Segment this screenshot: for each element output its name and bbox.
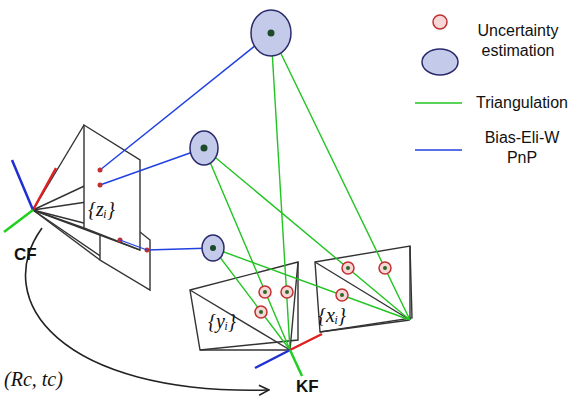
frame-name: KF bbox=[296, 378, 319, 397]
pnp-ray bbox=[100, 33, 271, 250]
math-label: {xᵢ} bbox=[318, 304, 346, 326]
math-label: {yᵢ} bbox=[208, 310, 236, 332]
legend-text: Uncertainty estimation bbox=[462, 21, 574, 61]
legend-text: Bias-Eli-W PnP bbox=[470, 128, 574, 168]
axis-x bbox=[290, 334, 322, 350]
axis-x bbox=[33, 168, 56, 210]
legend-sample bbox=[422, 49, 458, 75]
axis-y bbox=[290, 350, 302, 376]
pose-arrow bbox=[26, 228, 268, 390]
landmark-point bbox=[201, 30, 275, 252]
axis-z bbox=[255, 350, 290, 368]
camera-frustum bbox=[315, 246, 412, 332]
math-label: {zᵢ} bbox=[88, 198, 115, 220]
camera-frustum bbox=[33, 125, 140, 250]
axis-z bbox=[12, 160, 33, 210]
pnp-ray bbox=[120, 240, 147, 250]
legend-sample bbox=[433, 15, 447, 29]
camera-frustum bbox=[190, 262, 298, 350]
triangulation-ray bbox=[204, 33, 410, 350]
axis-y bbox=[4, 210, 33, 232]
legend-sample bbox=[415, 102, 462, 104]
frame-name: CF bbox=[14, 246, 37, 265]
math-label: (Rc, tc) bbox=[4, 368, 63, 390]
legend-text: Triangulation bbox=[470, 93, 574, 113]
uncertainty-ellipse bbox=[190, 10, 291, 261]
legend-sample bbox=[415, 149, 462, 151]
